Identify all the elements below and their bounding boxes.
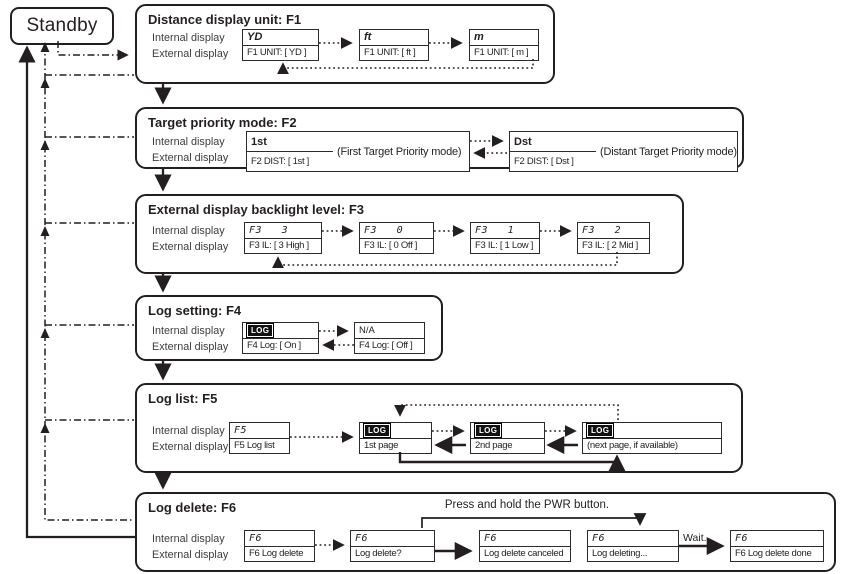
external-display-value: F3 IL: [ 3 High ] <box>249 240 309 252</box>
f2-first-note: (First Target Priority mode) <box>337 145 462 158</box>
external-display-value: F6 Log delete <box>249 548 304 560</box>
f1-option-yd: YD F1 UNIT: [ YD ] <box>242 29 319 61</box>
log-badge: LOG <box>362 423 392 438</box>
section-f2: Target priority mode: F2 Internal displa… <box>135 107 744 172</box>
internal-display-value: F3 0 <box>364 224 404 236</box>
log-badge: LOG <box>245 323 275 338</box>
f3-option-0-off: F3 0 F3 IL: [ 0 Off ] <box>359 222 434 254</box>
internal-display-value: F3 1 <box>475 224 515 236</box>
f4-option-on: LOG F4 Log: [ On ] <box>242 322 319 354</box>
internal-display-value: F6 <box>735 532 749 544</box>
internal-display-value: m <box>474 31 484 44</box>
internal-display-value: F6 <box>484 532 498 544</box>
external-display-label: External display <box>152 241 229 253</box>
return-up-arrowheads <box>40 42 50 433</box>
internal-display-value: Dst <box>514 135 532 148</box>
external-display-value: (next page, if available) <box>587 440 678 452</box>
internal-display-value: N/A <box>359 324 375 336</box>
f3-option-1-low: F3 1 F3 IL: [ 1 Low ] <box>470 222 540 254</box>
internal-display-label: Internal display <box>152 533 225 545</box>
f2-distant-note: (Distant Target Priority mode) <box>600 145 737 158</box>
section-f5-title: Log list: F5 <box>148 391 218 406</box>
external-display-value: F2 DIST: [ 1st ] <box>251 156 310 167</box>
internal-display-value: F6 <box>355 532 369 544</box>
external-display-value: F3 IL: [ 2 Mid ] <box>582 240 638 252</box>
f2-option-first: 1st F2 DIST: [ 1st ] (First Target Prior… <box>246 131 470 172</box>
f5-option-entry: F5 F5 Log list <box>229 422 290 454</box>
pwr-hold-hint: Press and hold the PWR button. <box>444 499 610 511</box>
f1-option-m: m F1 UNIT: [ m ] <box>469 29 539 61</box>
external-display-value: F2 DIST: [ Dst ] <box>514 156 574 167</box>
section-f4: Log setting: F4 Internal display Externa… <box>135 295 443 361</box>
external-display-value: Log delete canceled <box>484 548 564 560</box>
log-badge: LOG <box>585 423 615 438</box>
section-f3: External display backlight level: F3 Int… <box>135 194 684 274</box>
f6-option-deleting: F6 Log deleting... <box>587 530 679 562</box>
external-display-value: F1 UNIT: [ YD ] <box>247 47 307 59</box>
standby-solid-return-line <box>18 45 135 539</box>
f3-option-2-mid: F3 2 F3 IL: [ 2 Mid ] <box>577 222 650 254</box>
f5-option-next-page: LOG (next page, if available) <box>582 422 722 454</box>
external-display-value: 1st page <box>364 440 399 452</box>
section-f4-title: Log setting: F4 <box>148 303 242 318</box>
external-display-value: 2nd page <box>475 440 513 452</box>
external-display-value: F5 Log list <box>234 440 275 452</box>
internal-display-label: Internal display <box>152 425 225 437</box>
f5-option-page1: LOG 1st page <box>359 422 432 454</box>
log-badge: LOG <box>473 423 503 438</box>
section-f1: Distance display unit: F1 Internal displ… <box>135 4 555 84</box>
internal-display-value: 1st <box>251 135 267 148</box>
external-display-value: F4 Log: [ On ] <box>247 340 301 352</box>
section-f1-title: Distance display unit: F1 <box>148 12 302 27</box>
external-display-label: External display <box>152 549 229 561</box>
internal-display-value: F3 3 <box>249 224 289 236</box>
internal-display-value: ft <box>364 31 372 44</box>
f3-option-3-high: F3 3 F3 IL: [ 3 High ] <box>244 222 322 254</box>
wait-label: Wait... <box>683 532 713 544</box>
section-f6-title: Log delete: F6 <box>148 500 237 515</box>
internal-display-value: F3 2 <box>582 224 622 236</box>
f1-option-ft: ft F1 UNIT: [ ft ] <box>359 29 429 61</box>
section-f6: Log delete: F6 Press and hold the PWR bu… <box>135 492 836 572</box>
internal-display-value: F6 <box>249 532 263 544</box>
standby-box: Standby <box>10 7 114 45</box>
internal-display-label: Internal display <box>152 225 225 237</box>
external-display-value: F6 Log delete done <box>735 548 812 560</box>
section-f3-title: External display backlight level: F3 <box>148 202 365 217</box>
internal-display-value: F5 <box>234 424 248 436</box>
external-display-value: F4 Log: [ Off ] <box>359 340 413 352</box>
external-display-value: Log delete? <box>355 548 402 560</box>
internal-display-label: Internal display <box>152 325 225 337</box>
external-display-value: F3 IL: [ 1 Low ] <box>475 240 534 252</box>
internal-display-value: YD <box>247 31 263 44</box>
standby-return-lines <box>44 41 134 521</box>
external-display-value: Log deleting... <box>592 548 648 560</box>
external-display-value: F3 IL: [ 0 Off ] <box>364 240 418 252</box>
section-f2-title: Target priority mode: F2 <box>148 115 297 130</box>
f6-option-entry: F6 F6 Log delete <box>244 530 315 562</box>
f4-option-off: N/A F4 Log: [ Off ] <box>354 322 425 354</box>
external-display-label: External display <box>152 341 229 353</box>
f6-option-confirm: F6 Log delete? <box>350 530 435 562</box>
f6-option-canceled: F6 Log delete canceled <box>479 530 571 562</box>
f6-option-done: F6 F6 Log delete done <box>730 530 824 562</box>
external-display-value: F1 UNIT: [ m ] <box>474 47 529 59</box>
section-f5: Log list: F5 Internal display External d… <box>135 383 743 473</box>
external-display-label: External display <box>152 152 229 164</box>
internal-display-label: Internal display <box>152 136 225 148</box>
f2-option-distant: Dst F2 DIST: [ Dst ] (Distant Target Pri… <box>509 131 738 172</box>
f5-option-page2: LOG 2nd page <box>470 422 545 454</box>
internal-display-label: Internal display <box>152 32 225 44</box>
external-display-value: F1 UNIT: [ ft ] <box>364 47 416 59</box>
standby-label: Standby <box>26 15 98 36</box>
external-display-label: External display <box>152 441 229 453</box>
external-display-label: External display <box>152 48 229 60</box>
internal-display-value: F6 <box>592 532 606 544</box>
